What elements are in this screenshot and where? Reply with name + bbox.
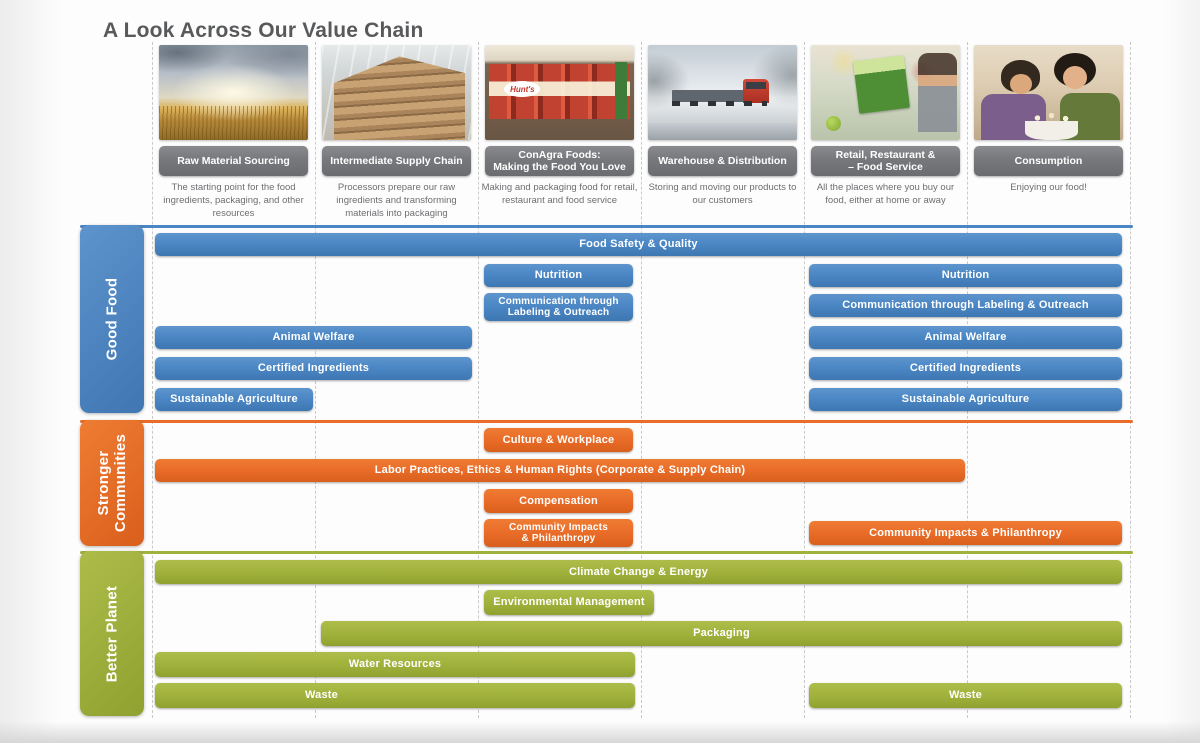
column-warehouse-distribution: Warehouse & Distribution Storing and mov…: [641, 0, 804, 230]
stage-description: Enjoying our food!: [1010, 182, 1087, 193]
stronger-communities-section-line: [80, 420, 1133, 423]
green-package: [852, 55, 910, 115]
stage-description: All the places where you buy our food, e…: [816, 182, 955, 206]
topic-bar-animal-welfare: Animal Welfare: [809, 326, 1122, 349]
stage-header-intermediate-supply-chain: Intermediate Supply Chain: [322, 146, 471, 176]
column-separator: [152, 42, 153, 718]
stage-header-retail-restaurant-food-service: Retail, Restaurant & – Food Service: [811, 146, 960, 176]
topic-bar-certified-ingredients: Certified Ingredients: [809, 357, 1122, 380]
topic-bar-nutrition: Nutrition: [484, 264, 633, 287]
stage-header-conagra-foods: ConAgra Foods: Making the Food You Love: [485, 146, 634, 176]
person-1-face: [1009, 73, 1033, 95]
topic-bar-animal-welfare: Animal Welfare: [155, 326, 472, 349]
burlap-sacks-photo: [322, 45, 471, 140]
section-label-text: Stronger Communities: [94, 433, 129, 533]
topic-bar-water-resources: Water Resources: [155, 652, 635, 677]
truck-wheels: [671, 101, 768, 106]
column-separator: [315, 42, 316, 718]
topic-bar-waste: Waste: [155, 683, 635, 708]
topic-bar-community-impacts-philanthropy: Community Impacts & Philanthropy: [484, 519, 633, 547]
topic-bar-food-safety-quality: Food Safety & Quality: [155, 233, 1122, 256]
stage-description: Storing and moving our products to our c…: [648, 182, 797, 206]
topic-bar-communication-labeling-outreach: Communication through Labeling & Outreac…: [484, 293, 633, 321]
topic-bar-communication-labeling-outreach: Communication through Labeling & Outreac…: [809, 294, 1122, 317]
page-title: A Look Across Our Value Chain: [103, 19, 424, 43]
wheat-texture: [159, 105, 308, 140]
green-can: [614, 62, 627, 120]
column-retail-restaurant-food-service: Retail, Restaurant & – Food Service All …: [804, 0, 967, 230]
topic-bar-sustainable-agriculture: Sustainable Agriculture: [809, 388, 1122, 411]
topic-bar-labor-practices: Labor Practices, Ethics & Human Rights (…: [155, 459, 965, 482]
topic-bar-packaging: Packaging: [321, 621, 1122, 646]
truck-trailer: [671, 89, 747, 102]
section-label-good-food: Good Food: [80, 225, 144, 413]
topic-bar-nutrition: Nutrition: [809, 264, 1122, 287]
section-label-better-planet: Better Planet: [80, 551, 144, 716]
stage-header-warehouse-distribution: Warehouse & Distribution: [648, 146, 797, 176]
section-label-stronger-communities: Stronger Communities: [80, 420, 144, 546]
stage-description: The starting point for the food ingredie…: [163, 182, 304, 219]
good-food-section-line: [80, 225, 1133, 228]
popcorn-bowl: [1024, 121, 1079, 140]
stage-header-raw-material-sourcing: Raw Material Sourcing: [159, 146, 308, 176]
retail-shopper-photo: [811, 45, 960, 140]
topic-bar-climate-change-energy: Climate Change & Energy: [155, 560, 1122, 584]
shopper-figure: [918, 52, 958, 133]
column-separator: [967, 42, 968, 718]
canned-goods-photo: Hunt's: [485, 45, 634, 140]
green-apple: [825, 116, 841, 132]
stage-description: Processors prepare our raw ingredients a…: [336, 182, 457, 219]
column-consumption: Consumption Enjoying our food!: [967, 0, 1130, 230]
stage-description: Making and packaging food for retail, re…: [481, 182, 638, 206]
column-intermediate-supply-chain: Intermediate Supply Chain Processors pre…: [315, 0, 478, 230]
column-conagra-foods: Hunt's ConAgra Foods: Making the Food Yo…: [478, 0, 641, 230]
section-label-text: Good Food: [103, 277, 121, 361]
wheat-field-photo: [159, 45, 308, 140]
column-separator: [1130, 42, 1131, 718]
better-planet-section-line: [80, 551, 1133, 554]
topic-bar-waste: Waste: [809, 683, 1122, 708]
topic-bar-sustainable-agriculture: Sustainable Agriculture: [155, 388, 313, 411]
page-bottom-shade: [0, 721, 1200, 743]
section-label-text: Better Planet: [103, 585, 121, 682]
road: [648, 122, 797, 140]
column-separator: [641, 42, 642, 718]
delivery-truck-photo: [648, 45, 797, 140]
truck-cab: [743, 79, 769, 103]
column-separator: [804, 42, 805, 718]
page-right-edge-shade: [1164, 0, 1200, 743]
column-separator: [478, 42, 479, 718]
topic-bar-certified-ingredients: Certified Ingredients: [155, 357, 472, 380]
topic-bar-compensation: Compensation: [484, 489, 633, 513]
topic-bar-community-impacts-philanthropy: Community Impacts & Philanthropy: [809, 521, 1122, 545]
popcorn: [1027, 111, 1076, 124]
person-2-face: [1063, 65, 1088, 89]
stage-header-consumption: Consumption: [974, 146, 1123, 176]
page-left-edge-shade: [0, 0, 60, 743]
topic-bar-culture-workplace: Culture & Workplace: [484, 428, 633, 452]
friends-eating-photo: [974, 45, 1123, 140]
topic-bar-environmental-management: Environmental Management: [484, 590, 654, 615]
hunts-label: Hunt's: [504, 81, 541, 98]
column-raw-material-sourcing: Raw Material Sourcing The starting point…: [152, 0, 315, 230]
